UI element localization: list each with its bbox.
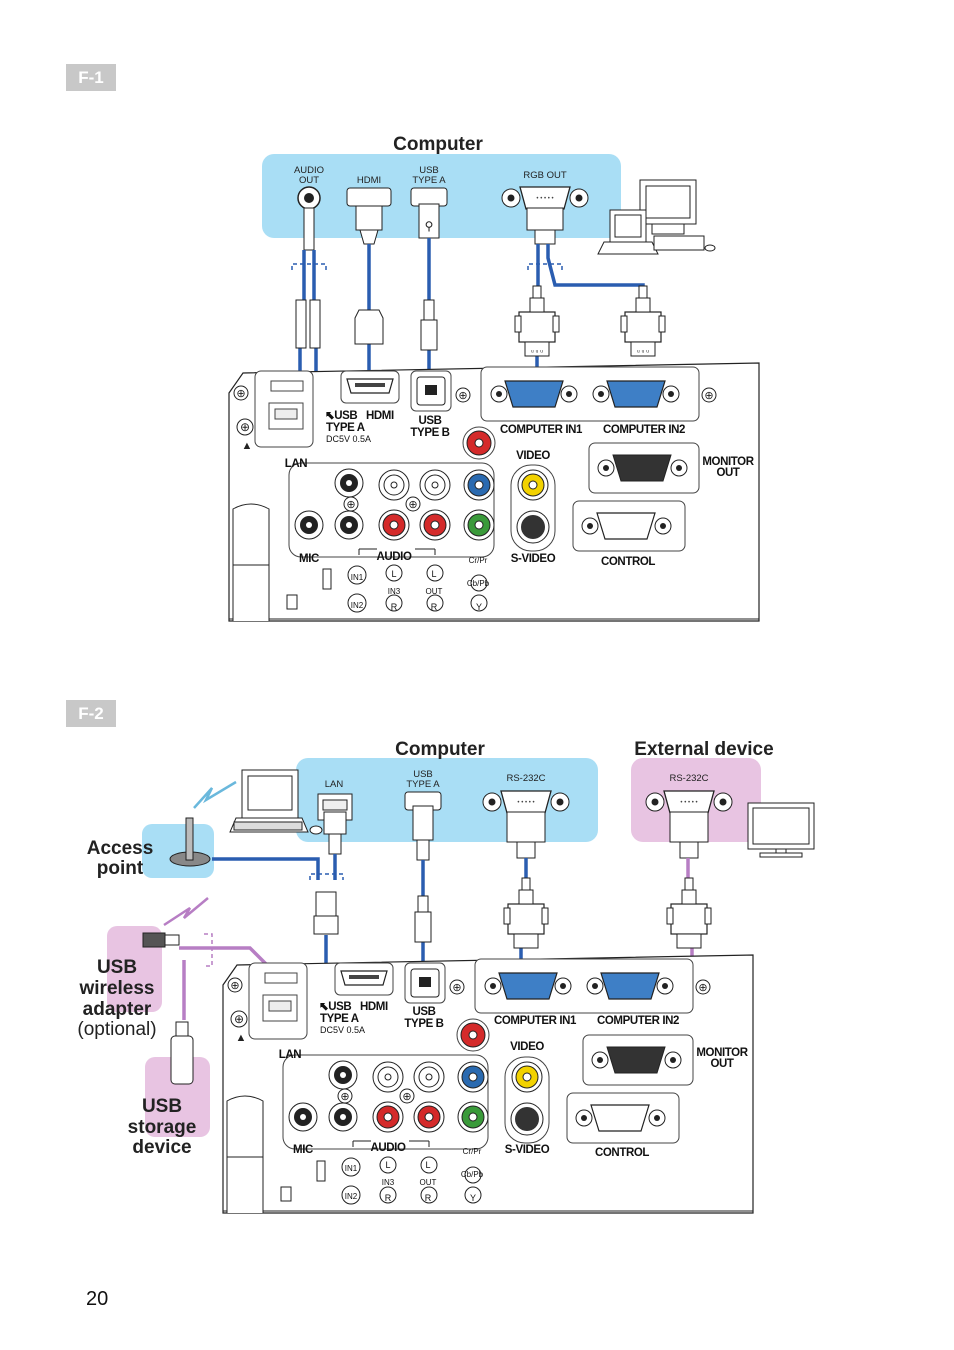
f2-mic-label: MIC	[293, 1144, 313, 1156]
f2-panel-labels: ⬉USB TYPE A DC5V 0.5A HDMI USB TYPE B CO…	[279, 1001, 749, 1203]
f1-audio-label: AUDIO	[376, 551, 412, 563]
f1-rgb-out-port-icon	[501, 186, 589, 210]
f1-computer-in2-label: COMPUTER IN2	[603, 424, 685, 436]
f2-external-rs232c-label: RS-232C	[669, 773, 708, 784]
f2-audio-label: AUDIO	[370, 1142, 406, 1154]
f2-external-monitor-icon	[747, 802, 815, 858]
f1-in3-label: IN3	[388, 587, 401, 596]
f2-usb-wireless-label-1: USB	[97, 957, 137, 978]
f2-in1-label: IN1	[345, 1164, 358, 1173]
f2-hdmi-panel-label: HDMI	[360, 1001, 388, 1013]
f2-usb-storage-label-1: USB	[142, 1096, 182, 1117]
f1-video-label: VIDEO	[516, 450, 550, 462]
usb-storage-device-icon	[170, 1021, 194, 1085]
f2-l-label: L	[385, 1160, 390, 1170]
f2-usb-storage-label-2: storage	[128, 1117, 197, 1138]
f2-access-point-label-2: point	[97, 858, 144, 879]
f2-lan-port-label: LAN	[325, 779, 344, 790]
f2-video-label: VIDEO	[510, 1041, 544, 1053]
f2-rs232c-port-icon	[482, 790, 570, 814]
f2-r-label: R	[385, 1193, 392, 1203]
f2-cb-pb-label: Cb/Pb	[461, 1170, 484, 1179]
f1-l-label: L	[391, 569, 396, 579]
f2-monitor-out-label: MONITOR	[696, 1047, 748, 1059]
f1-usb-port-icon	[410, 187, 448, 207]
figure-tag-f2: F-2	[66, 700, 116, 727]
f2-s-video-label: S-VIDEO	[505, 1144, 550, 1156]
f2-rs232c-label: RS-232C	[506, 773, 545, 784]
svg-text:⚲: ⚲	[425, 219, 434, 233]
f1-l-out-label: L	[431, 569, 436, 579]
f1-usb-type-b-label-2: TYPE B	[410, 427, 449, 439]
figure-tag-f1: F-1	[66, 64, 116, 91]
f1-usb-label-2: TYPE A	[412, 175, 446, 186]
f1-out-label: OUT	[426, 587, 443, 596]
f1-control-label: CONTROL	[601, 556, 655, 568]
f2-computer-in1-label: COMPUTER IN1	[494, 1015, 577, 1027]
f2-access-point-label-1: Access	[87, 838, 154, 859]
f2-usb-type-a-label-2: TYPE A	[320, 1013, 359, 1025]
f2-monitor-out-label-2: OUT	[710, 1058, 733, 1070]
f2-projector-panel	[222, 954, 754, 1214]
f2-computer-title: Computer	[395, 739, 485, 760]
f2-usb-type-b-label: USB	[412, 1006, 435, 1018]
f2-cr-pr-label: Cr/Pr	[463, 1147, 482, 1156]
f1-usb-type-a-label: ⬉USB	[325, 410, 357, 422]
f2-usb-label-2: TYPE A	[406, 779, 440, 790]
f1-computer-title: Computer	[393, 134, 483, 155]
f2-usb-wireless-label-3: adapter	[83, 999, 152, 1020]
f2-lan-label: LAN	[279, 1049, 302, 1061]
f1-mic-label: MIC	[299, 553, 319, 565]
f2-usb-type-a-power: DC5V 0.5A	[320, 1025, 365, 1035]
f2-out-label: OUT	[420, 1178, 437, 1187]
f2-l-out-label: L	[425, 1160, 430, 1170]
f2-in3-label: IN3	[382, 1178, 395, 1187]
f1-hdmi-label: HDMI	[357, 175, 381, 186]
f1-monitor-out-label-2: OUT	[716, 467, 739, 479]
f1-hdmi-port-icon	[346, 187, 392, 207]
f1-y-label: Y	[476, 602, 482, 612]
f2-usb-wireless-label-2: wireless	[79, 978, 155, 999]
f1-computer-in1-label: COMPUTER IN1	[500, 424, 583, 436]
f2-y-label: Y	[470, 1193, 476, 1203]
f1-audio-out-label-1: AUDIO	[294, 165, 324, 176]
f2-control-label: CONTROL	[595, 1147, 649, 1159]
f2-usb-storage-label-3: device	[132, 1137, 191, 1158]
f2-usb-type-b-label-2: TYPE B	[404, 1018, 443, 1030]
f2-in2-label: IN2	[345, 1192, 358, 1201]
f2-r-out-label: R	[425, 1193, 432, 1203]
f1-panel-labels: ⬉USB TYPE A DC5V 0.5A HDMI USB TYPE B CO…	[285, 410, 755, 612]
f1-projector-panel	[228, 362, 760, 622]
f2-usb-wireless-optional: (optional)	[77, 1019, 156, 1040]
f1-rgb-out-label: RGB OUT	[523, 170, 566, 181]
f2-usb-storage-box	[145, 1057, 210, 1137]
f1-usb-type-a-power: DC5V 0.5A	[326, 434, 371, 444]
f1-cb-pb-label: Cb/Pb	[467, 579, 490, 588]
f1-r-label: R	[391, 602, 398, 612]
f2-external-title: External device	[634, 739, 773, 760]
f1-cr-pr-label: Cr/Pr	[469, 556, 488, 565]
f1-r-out-label: R	[431, 602, 438, 612]
page-number: 20	[86, 1288, 109, 1310]
f2-usb-type-a-label: ⬉USB	[319, 1001, 351, 1013]
f1-usb-type-a-label-2: TYPE A	[326, 422, 365, 434]
f2-usb-label-1: USB	[413, 769, 433, 780]
access-point-icon	[169, 780, 237, 867]
f1-hdmi-panel-label: HDMI	[366, 410, 394, 422]
f1-s-video-label: S-VIDEO	[511, 553, 556, 565]
f2-computer-icon	[229, 769, 323, 835]
f1-in1-label: IN1	[351, 573, 364, 582]
f1-usb-type-b-label: USB	[418, 415, 441, 427]
f2-external-rs232c-port-icon	[645, 790, 733, 814]
f1-in2-label: IN2	[351, 601, 364, 610]
f1-monitor-out-label: MONITOR	[702, 456, 754, 468]
f1-audio-out-label-2: OUT	[299, 175, 319, 186]
f1-usb-label-1: USB	[419, 165, 439, 176]
f2-computer-in2-label: COMPUTER IN2	[597, 1015, 679, 1027]
f1-lan-label: LAN	[285, 458, 308, 470]
usb-wireless-adapter-icon	[142, 897, 209, 948]
